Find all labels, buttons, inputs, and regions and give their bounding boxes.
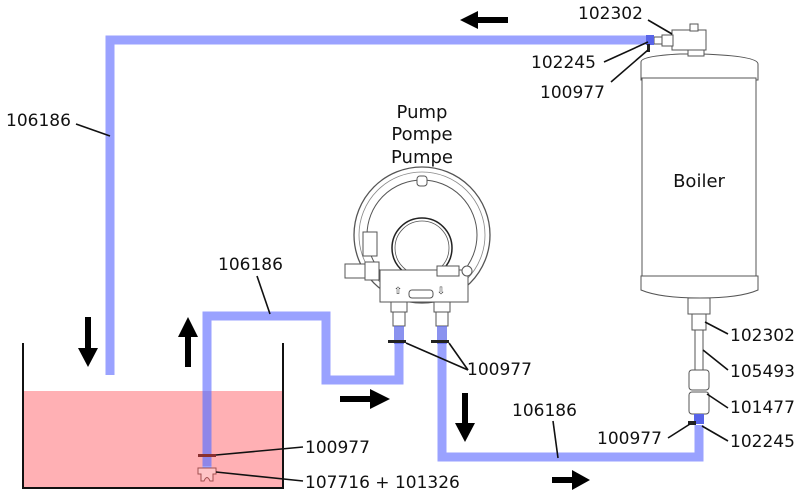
pump-label-line-3: Pumpe	[391, 147, 453, 168]
part-labels: 102302 102245 100977 106186 106186 10097…	[6, 4, 795, 493]
boiler-top-fitting	[671, 29, 707, 51]
pump-label-line-1: Pump	[397, 102, 448, 123]
pump: ⇧ ⇩ Pump Pompe Pumpe	[344, 102, 491, 344]
arrow-down-icon	[455, 393, 475, 442]
suction-tube	[202, 311, 404, 470]
arrow-right-icon	[340, 389, 390, 409]
boiler-clamp	[694, 414, 704, 424]
pump-inlet-clip	[388, 340, 406, 343]
label-100977-boiler: 100977	[597, 429, 662, 449]
label-106186-pressure: 106186	[512, 401, 577, 421]
label-100977-tank: 100977	[305, 438, 370, 458]
boiler-clip	[688, 421, 696, 425]
label-102245-top: 102245	[531, 53, 596, 73]
label-106186-return: 106186	[6, 111, 71, 131]
flow-arrows	[78, 11, 590, 490]
label-tank-filter: 107716 + 101326	[305, 473, 460, 493]
label-105493: 105493	[730, 362, 795, 382]
pump-outlet-clip	[431, 340, 449, 343]
boiler: Boiler	[640, 23, 759, 425]
water-tank	[22, 343, 284, 489]
label-100977-pump: 100977	[467, 360, 532, 380]
tank-filter	[197, 454, 217, 482]
arrow-up-icon	[178, 317, 198, 367]
label-102302-boiler: 102302	[730, 326, 795, 346]
top-clamp	[646, 35, 654, 45]
top-clip	[647, 44, 650, 52]
boiler-label: Boiler	[673, 171, 725, 192]
arrow-right-icon	[552, 470, 590, 490]
tank-water	[23, 391, 283, 488]
label-101477: 101477	[730, 398, 795, 418]
return-tube	[105, 35, 648, 375]
tank-clip	[198, 454, 216, 457]
label-100977-top: 100977	[540, 83, 605, 103]
svg-text:⇧: ⇧	[394, 286, 402, 297]
arrow-down-icon	[78, 317, 98, 367]
pressure-tube	[437, 342, 704, 462]
label-102302-top: 102302	[578, 4, 643, 24]
boiler-pipe	[694, 329, 704, 371]
label-102245-boiler: 102245	[730, 432, 795, 452]
pump-side-port	[344, 263, 366, 279]
leader-lines	[75, 19, 729, 482]
pump-label-line-2: Pompe	[391, 124, 452, 145]
arrow-left-icon	[460, 11, 508, 29]
boiler-coupling	[688, 369, 710, 391]
svg-text:⇩: ⇩	[437, 286, 445, 297]
label-106186-suction: 106186	[218, 255, 283, 275]
